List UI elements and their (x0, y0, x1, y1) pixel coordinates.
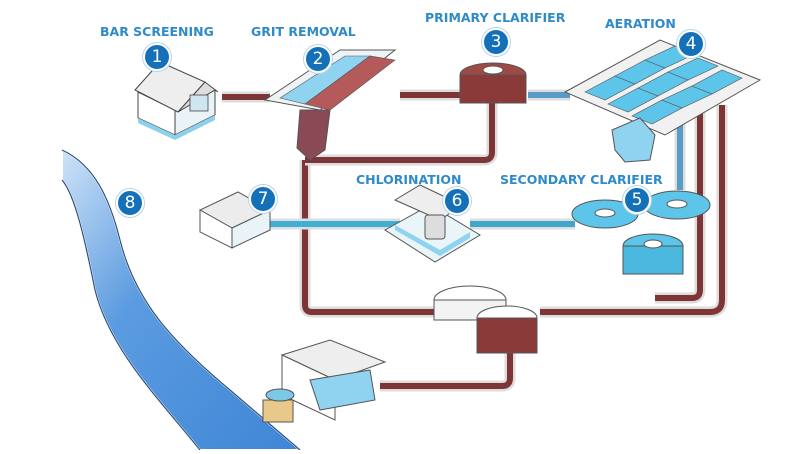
step-badge-5: 5 (623, 186, 651, 214)
secondary-clarifier-tanks (571, 190, 711, 275)
step-badge-2: 2 (304, 45, 332, 73)
aeration-basin (563, 39, 762, 163)
label-grit-removal: GRIT REMOVAL (251, 24, 356, 39)
sludge-pipe-network (222, 89, 728, 392)
label-secondary-clarifier: SECONDARY CLARIFIER (500, 172, 663, 187)
label-primary-clarifier: PRIMARY CLARIFIER (425, 10, 566, 25)
step-badge-1: 1 (143, 43, 171, 71)
grit-removal-channel (263, 49, 397, 161)
dewatering-building (262, 339, 387, 423)
step-badge-8: 8 (116, 189, 144, 217)
primary-clarifier-tank (459, 62, 527, 104)
label-chlorination: CHLORINATION (356, 172, 462, 187)
step-badge-4: 4 (677, 30, 705, 58)
step-badge-3: 3 (482, 28, 510, 56)
sludge-digesters (433, 285, 538, 354)
step-badge-7: 7 (249, 185, 277, 213)
bar-screening-building (134, 61, 219, 140)
step-badge-6: 6 (443, 187, 471, 215)
label-aeration: AERATION (605, 16, 676, 31)
chlorination-building (384, 184, 481, 263)
label-bar-screening: BAR SCREENING (100, 24, 214, 39)
